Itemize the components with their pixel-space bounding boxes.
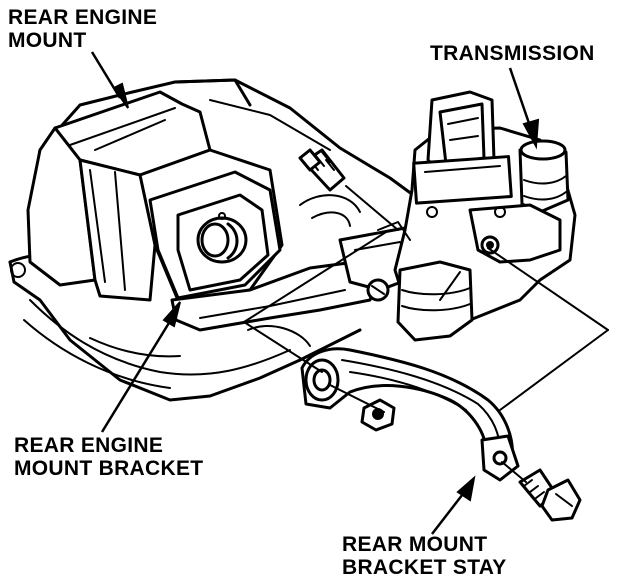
label-line: BRACKET STAY [342, 556, 507, 579]
label-line: REAR MOUNT [342, 533, 488, 556]
label-line: REAR ENGINE [8, 6, 158, 29]
rear-engine-mount-part [26, 90, 284, 307]
label-line: TRANSMISSION [430, 42, 595, 65]
stay-mounting-bolt [518, 468, 582, 522]
arrowhead-transmission [522, 118, 540, 150]
arrowhead-rear-engine-mount [112, 82, 129, 109]
label-transmission: TRANSMISSION [430, 42, 595, 65]
arrowhead-bracket-stay [456, 475, 476, 502]
upper-mount-bolt [298, 148, 346, 192]
leader-lines [90, 51, 540, 535]
label-line: MOUNT BRACKET [14, 457, 204, 480]
label-rear-engine-mount-bracket: REAR ENGINE MOUNT BRACKET [14, 434, 203, 480]
engine-block [8, 78, 422, 402]
arrowhead-mount-bracket [162, 301, 181, 328]
assembly-guide-lines [243, 185, 609, 483]
label-line: REAR ENGINE [14, 434, 164, 457]
label-line: MOUNT [8, 29, 87, 52]
rear-mount-bracket-stay-part [300, 347, 520, 482]
label-rear-engine-mount: REAR ENGINE MOUNT [8, 6, 157, 52]
label-rear-mount-bracket-stay: REAR MOUNT BRACKET STAY [342, 533, 507, 579]
transmission-part [377, 90, 577, 342]
